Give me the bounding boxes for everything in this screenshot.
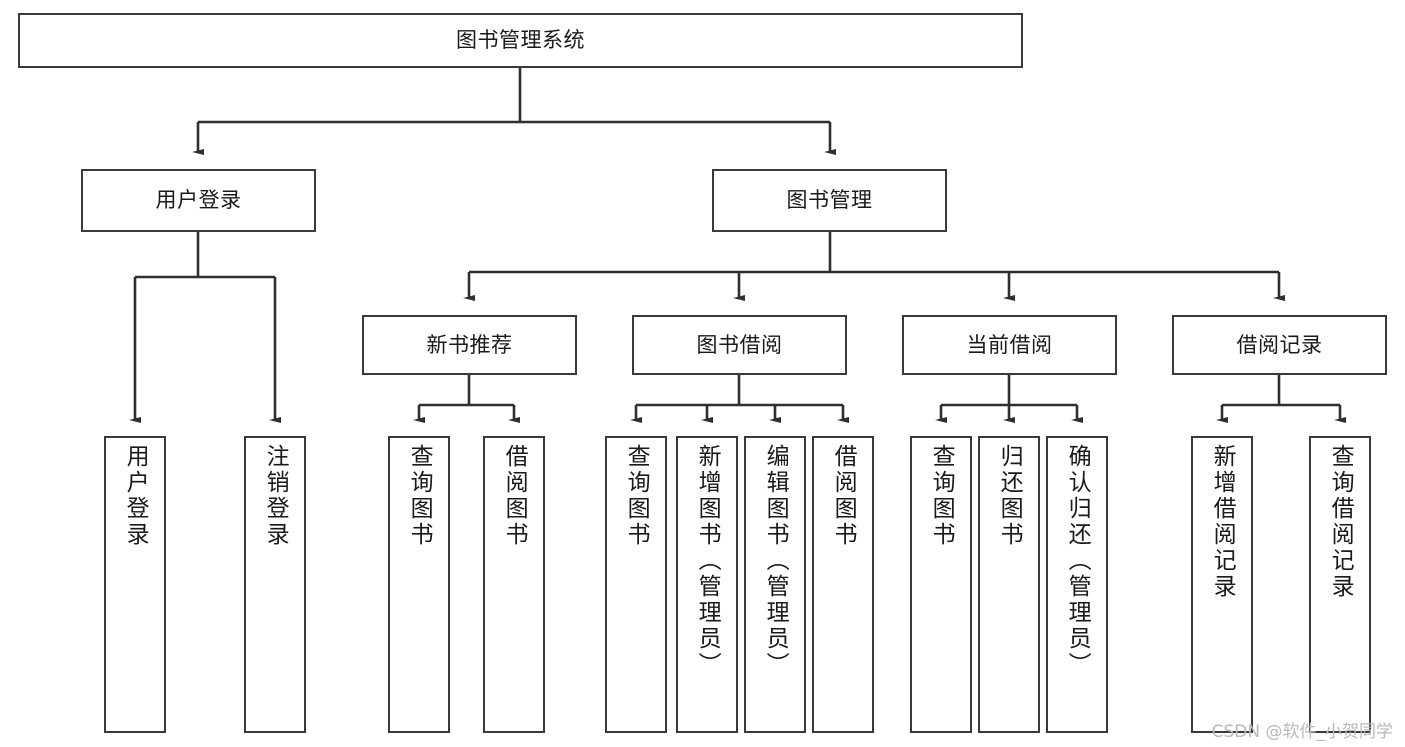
node-leaf-return-book-label: 归还图书	[996, 444, 1023, 548]
node-leaf-add-record[interactable]: 新增借阅记录	[1191, 436, 1253, 733]
node-borrow-record-label: 借阅记录	[1236, 332, 1323, 357]
node-leaf-edit-book[interactable]: 编辑图书（管理员）	[744, 436, 806, 733]
node-leaf-query-book-2[interactable]: 查询图书	[605, 436, 667, 733]
node-user-login-label: 用户登录	[155, 188, 242, 213]
node-leaf-borrow-book-1-label: 借阅图书	[501, 444, 528, 548]
node-leaf-user-login-label: 用户登录	[122, 444, 149, 548]
node-leaf-logout[interactable]: 注销登录	[244, 436, 306, 733]
node-book-manage[interactable]: 图书管理	[712, 169, 947, 232]
node-leaf-confirm-return[interactable]: 确认归还（管理员）	[1046, 436, 1108, 733]
node-leaf-add-book[interactable]: 新增图书（管理员）	[676, 436, 738, 733]
node-borrow-record[interactable]: 借阅记录	[1172, 315, 1387, 375]
node-leaf-query-book-1[interactable]: 查询图书	[388, 436, 450, 733]
node-root[interactable]: 图书管理系统	[18, 13, 1023, 68]
node-user-login[interactable]: 用户登录	[81, 169, 316, 232]
node-leaf-confirm-return-label: 确认归还（管理员）	[1064, 444, 1091, 678]
node-leaf-add-book-label: 新增图书（管理员）	[694, 444, 721, 678]
node-leaf-borrow-book-1[interactable]: 借阅图书	[483, 436, 545, 733]
node-new-book-rec[interactable]: 新书推荐	[362, 315, 577, 375]
node-leaf-edit-book-label: 编辑图书（管理员）	[762, 444, 789, 678]
node-leaf-logout-label: 注销登录	[262, 444, 289, 548]
node-book-borrow[interactable]: 图书借阅	[632, 315, 847, 375]
node-book-manage-label: 图书管理	[786, 188, 873, 213]
node-leaf-query-book-2-label: 查询图书	[623, 444, 650, 548]
node-new-book-rec-label: 新书推荐	[426, 332, 513, 357]
node-leaf-user-login[interactable]: 用户登录	[104, 436, 166, 733]
node-leaf-query-book-1-label: 查询图书	[406, 444, 433, 548]
node-leaf-borrow-book-2-label: 借阅图书	[830, 444, 857, 548]
node-leaf-return-book[interactable]: 归还图书	[978, 436, 1040, 733]
node-root-label: 图书管理系统	[456, 28, 585, 53]
node-leaf-query-book-3-label: 查询图书	[928, 444, 955, 548]
node-current-borrow-label: 当前借阅	[966, 332, 1053, 357]
node-leaf-query-record[interactable]: 查询借阅记录	[1309, 436, 1371, 733]
node-book-borrow-label: 图书借阅	[696, 332, 783, 357]
node-leaf-borrow-book-2[interactable]: 借阅图书	[812, 436, 874, 733]
node-current-borrow[interactable]: 当前借阅	[902, 315, 1117, 375]
node-leaf-add-record-label: 新增借阅记录	[1209, 444, 1236, 600]
node-leaf-query-record-label: 查询借阅记录	[1327, 444, 1354, 600]
node-leaf-query-book-3[interactable]: 查询图书	[910, 436, 972, 733]
